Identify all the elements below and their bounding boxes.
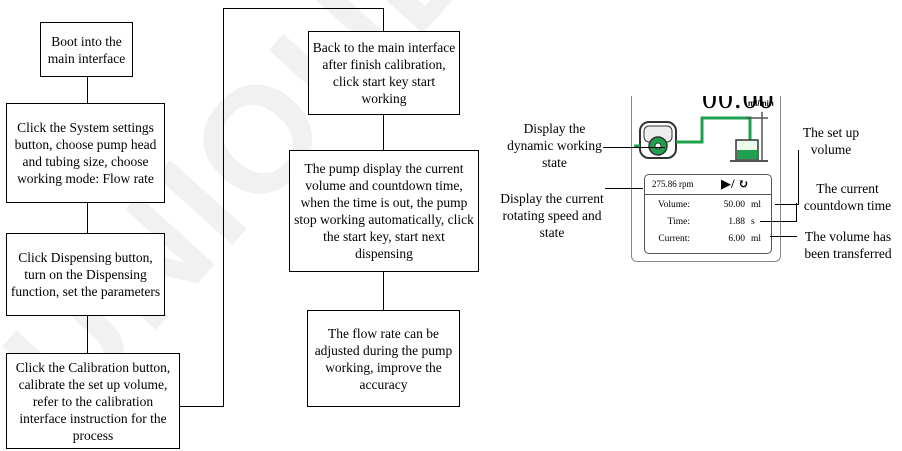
row-unit: ml bbox=[751, 200, 762, 210]
rpm-readout: 275.86 rpm bbox=[652, 179, 694, 189]
step-boot: Boot into the main interface bbox=[40, 22, 133, 77]
step-system-settings: Click the System settings button, choose… bbox=[6, 103, 165, 203]
connector-4c bbox=[223, 8, 384, 9]
connector-1 bbox=[87, 77, 88, 103]
leader-transferred bbox=[770, 236, 797, 237]
row-label: Time: bbox=[667, 217, 690, 227]
flow-rate-unit: ml/min bbox=[748, 99, 774, 108]
connector-4a bbox=[180, 406, 224, 407]
step-dispensing-text: Click Dispensing button, turn on the Dis… bbox=[10, 250, 161, 299]
step-countdown-text: The pump display the current volume and … bbox=[294, 161, 474, 261]
leader-countdown-v bbox=[796, 203, 797, 222]
leader-set-volume-v bbox=[798, 150, 799, 205]
leader-countdown bbox=[760, 221, 797, 222]
connector-6 bbox=[383, 272, 384, 310]
step-boot-text: Boot into the main interface bbox=[47, 33, 126, 66]
callout-rotating-speed: Display the current rotating speed and s… bbox=[500, 191, 604, 240]
flow-rate-value: 00.00 bbox=[702, 96, 775, 115]
step-start-working-text: Back to the main interface after finish … bbox=[312, 40, 456, 106]
row-value: 6.00 bbox=[728, 234, 745, 244]
step-dispensing: Click Dispensing button, turn on the Dis… bbox=[6, 233, 165, 316]
step-calibration: Click the Calibration button, calibrate … bbox=[6, 353, 180, 449]
row-value: 50.00 bbox=[723, 200, 745, 210]
step-adjust-flow-text: The flow rate can be adjusted during the… bbox=[314, 325, 453, 392]
row-time: Time: 1.88 s bbox=[645, 217, 773, 230]
device-screen: 00.00 ml/min 275.86 rpm ▶/ ↻ Volume: 50.… bbox=[631, 96, 781, 262]
connector-5 bbox=[383, 115, 384, 150]
status-divider bbox=[645, 194, 771, 195]
callout-set-volume: The set up volume bbox=[802, 125, 860, 157]
row-unit: ml bbox=[751, 234, 762, 244]
leader-set-volume bbox=[775, 204, 799, 205]
step-adjust-flow: The flow rate can be adjusted during the… bbox=[307, 310, 460, 407]
callout-transferred: The volume has been transferred bbox=[804, 229, 892, 261]
row-volume: Volume: 50.00 ml bbox=[645, 200, 773, 213]
step-system-settings-text: Click the System settings button, choose… bbox=[14, 120, 157, 186]
status-box: 275.86 rpm ▶/ ↻ Volume: 50.00 ml Time: 1… bbox=[644, 174, 772, 254]
row-unit: s bbox=[751, 217, 755, 227]
callout-dynamic-state: Display the dynamic working state bbox=[507, 121, 602, 170]
leader-rotating bbox=[605, 188, 643, 189]
connector-4b bbox=[223, 8, 224, 407]
step-start-working: Back to the main interface after finish … bbox=[308, 31, 460, 115]
row-label: Current: bbox=[658, 234, 690, 244]
leader-dynamic bbox=[603, 147, 665, 148]
step-countdown: The pump display the current volume and … bbox=[289, 150, 479, 272]
connector-4d bbox=[383, 8, 384, 31]
row-label: Volume: bbox=[657, 200, 690, 210]
pump-illustration bbox=[634, 112, 768, 162]
play-reverse-icon: ▶/ ↻ bbox=[721, 176, 749, 191]
row-value: 1.88 bbox=[728, 217, 745, 227]
row-current: Current: 6.00 ml bbox=[645, 234, 773, 247]
callout-countdown: The current countdown time bbox=[803, 181, 892, 213]
connector-2 bbox=[87, 203, 88, 233]
connector-3 bbox=[87, 316, 88, 353]
step-calibration-text: Click the Calibration button, calibrate … bbox=[15, 359, 171, 443]
